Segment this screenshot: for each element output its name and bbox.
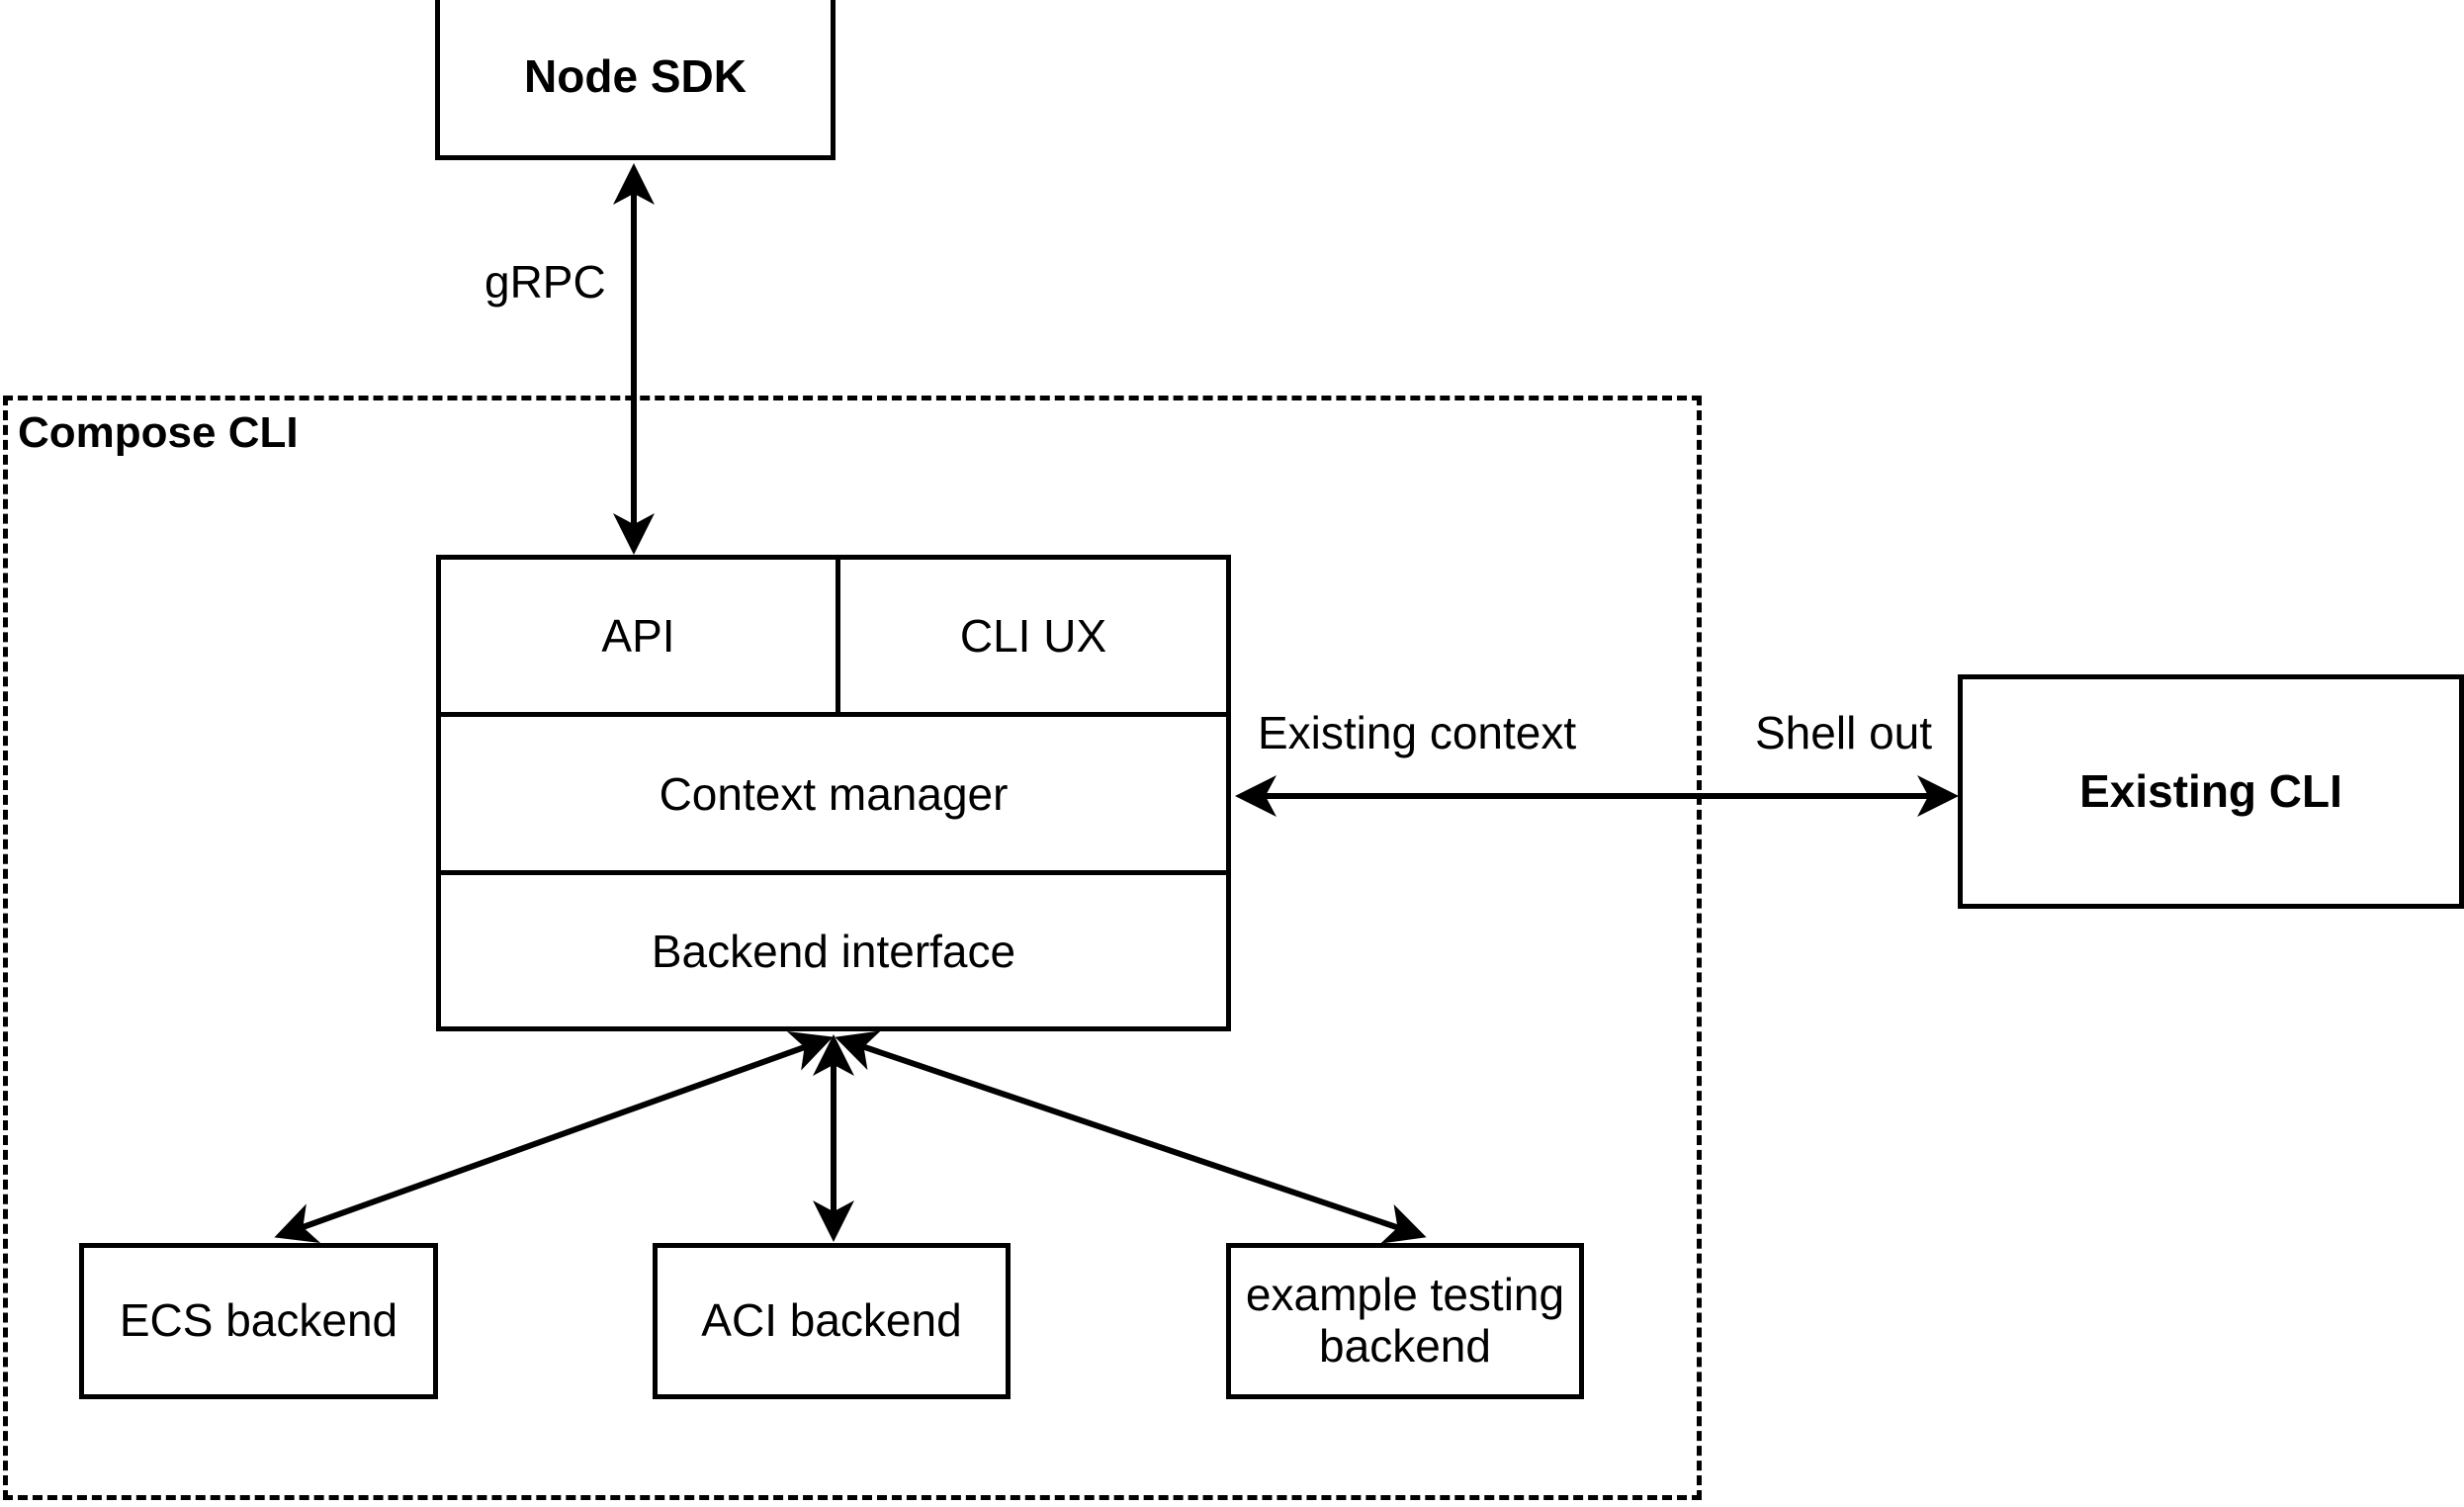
ecs-backend-box[interactable]: ECS backend xyxy=(79,1243,438,1399)
context-manager-cell[interactable]: Context manager xyxy=(441,717,1226,870)
existing-cli-box[interactable]: Existing CLI xyxy=(1958,674,2464,909)
api-cell[interactable]: API xyxy=(441,560,836,712)
compose-cli-core-stack: API CLI UX Context manager Backend inter… xyxy=(436,555,1231,1031)
backend-interface-label: Backend interface xyxy=(651,925,1016,977)
cli-ux-label: CLI UX xyxy=(959,610,1107,662)
ecs-backend-label: ECS backend xyxy=(119,1294,398,1347)
backend-interface-row[interactable]: Backend interface xyxy=(441,870,1226,1026)
existing-cli-label: Existing CLI xyxy=(2079,764,2342,817)
backend-interface-to-ecs-connector xyxy=(274,1031,834,1243)
aci-backend-label: ACI backend xyxy=(701,1294,962,1347)
example-testing-backend-label: example testing backend xyxy=(1246,1270,1564,1372)
example-testing-backend-line-2: backend xyxy=(1319,1320,1491,1372)
context-manager-label: Context manager xyxy=(659,767,1009,820)
compose-cli-group xyxy=(3,396,1702,1500)
node-sdk-label: Node SDK xyxy=(524,50,747,103)
example-testing-backend-line-1: example testing xyxy=(1245,1269,1565,1321)
api-label: API xyxy=(601,610,675,662)
context-manager-row[interactable]: Context manager xyxy=(441,712,1226,870)
grpc-edge-label: gRPC xyxy=(484,256,606,308)
cli-ux-cell[interactable]: CLI UX xyxy=(836,560,1226,712)
shell-out-edge-label: Shell out xyxy=(1755,707,1933,758)
example-testing-backend-box[interactable]: example testing backend xyxy=(1226,1243,1584,1399)
compose-cli-group-label: Compose CLI xyxy=(18,408,299,457)
node-sdk-box[interactable]: Node SDK xyxy=(435,0,836,160)
backend-interface-to-example-connector xyxy=(835,1030,1427,1244)
backend-interface-cell[interactable]: Backend interface xyxy=(441,875,1226,1026)
existing-context-edge-label: Existing context xyxy=(1258,707,1577,758)
aci-backend-box[interactable]: ACI backend xyxy=(653,1243,1011,1399)
api-cli-ux-row: API CLI UX xyxy=(441,560,1226,712)
